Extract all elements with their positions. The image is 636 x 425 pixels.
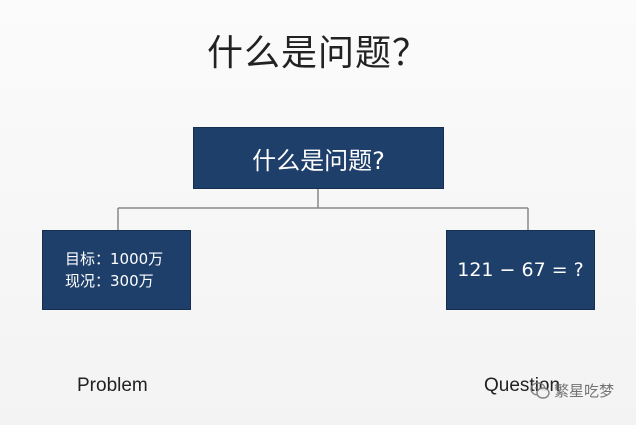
problem-current-text: 现况：300万 xyxy=(65,272,154,290)
wechat-logo-icon xyxy=(530,381,550,399)
root-node-label: 什么是问题? xyxy=(252,146,385,175)
watermark-text: 繁星吃梦 xyxy=(554,382,615,400)
page-title: 什么是问题？ xyxy=(206,33,429,74)
question-node: 121 − 67 = ? xyxy=(446,230,595,310)
question-expression: 121 − 67 = ? xyxy=(457,259,584,281)
problem-node: 目标：1000万 现况：300万 xyxy=(42,230,191,310)
root-node: 什么是问题? xyxy=(193,127,444,189)
problem-caption: Problem xyxy=(77,375,148,396)
problem-target-text: 目标：1000万 xyxy=(65,250,164,268)
watermark: 繁星吃梦 xyxy=(530,380,614,401)
